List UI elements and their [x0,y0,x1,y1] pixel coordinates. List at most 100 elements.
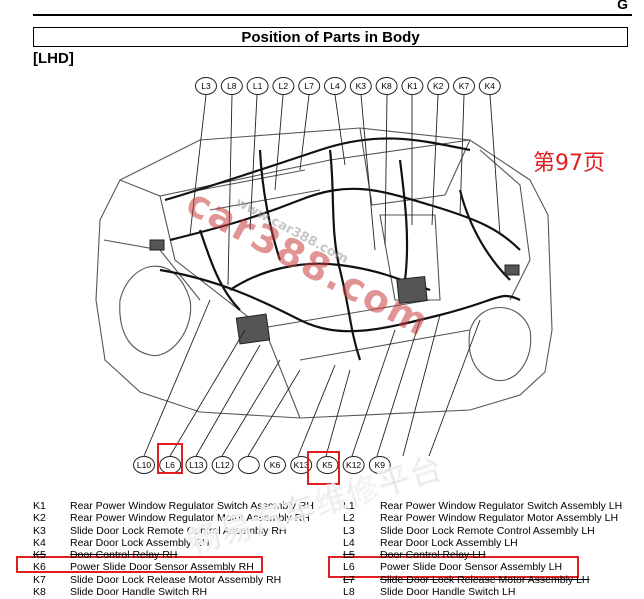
callout-circle [478,77,501,95]
legend-description: Rear Power Window Regulator Motor Assemb… [70,512,310,525]
legend-row: K5 Door Control Relay RH [33,549,314,561]
legend-description: Power Slide Door Sensor Assembly RH [70,561,254,574]
page-stamp: 第97页 [533,151,605,176]
callout-label: L6 [165,460,175,470]
callout-label: L7 [304,81,314,91]
legend-description: Slide Door Handle Switch LH [380,586,516,599]
legend-description: Slide Door Lock Remote Control Assembly … [380,524,595,537]
callout-circle [375,77,398,95]
callout-label: L2 [279,81,289,91]
legend-description: Door Control Relay LH [380,549,486,562]
callout-label: K12 [346,460,361,470]
legend-code: L3 [343,524,355,537]
callout-label: L4 [330,81,340,91]
legend-code: K1 [33,500,46,512]
callout-circle [211,456,234,474]
legend-row: L8 Slide Door Handle Switch LH [343,586,622,598]
callout-label: L8 [227,81,237,91]
component-blocks [149,239,520,345]
top-rule [33,14,632,16]
legend-description: Slide Door Lock Release Motor Assembly R… [70,573,282,586]
wire-harness [159,137,521,361]
legend-row: K2 Rear Power Window Regulator Motor Asse… [33,512,314,524]
leader-lines [143,94,501,457]
callout-label: L10 [137,460,151,470]
legend-description: Slide Door Lock Remote Control Assembly … [70,524,287,537]
callout-label: K4 [485,81,496,91]
callout-label: K13 [294,460,309,470]
callout-circle [220,77,243,95]
highlight-box-k6-callout [307,451,340,485]
callout-label: L3 [201,81,211,91]
legend-row: K8 Slide Door Handle Switch RH [33,586,314,598]
callout-label: K3 [356,81,367,91]
callout-circle [427,77,450,95]
legend-row: L1 Rear Power Window Regulator Switch Ass… [343,500,622,512]
legend-description: Slide Door Lock Release Motor Assembly L… [380,573,590,586]
callout-circle [185,456,208,474]
legend-description: Rear Door Lock Assembly RH [70,536,210,549]
callout-label: K6 [270,460,281,470]
callout-label: K2 [433,81,444,91]
legend-code: L1 [343,500,355,512]
legend-code: L8 [343,586,355,599]
legend-left: K1 Rear Power Window Regulator Switch Ass… [33,500,314,598]
callout-label: K5 [322,460,333,470]
callout-label: K7 [459,81,470,91]
top-callouts: L3 L8 L1 L2 L7 L4 K3 K8 K1 K2 K7 K4 [195,77,501,95]
legend-row: L5 Door Control Relay LH [343,549,622,561]
legend-code: K6 [33,561,46,574]
callout-label: L13 [189,460,203,470]
legend-row: K3 Slide Door Lock Remote Control Assembl… [33,525,314,537]
legend-row: K7 Slide Door Lock Release Motor Assembly… [33,574,314,586]
legend-description: Power Slide Door Sensor Assembly LH [380,561,563,574]
callout-circle [368,456,391,474]
legend-code: K8 [33,586,46,599]
highlight-box-l6-legend [328,556,579,578]
legend-code: L6 [343,561,355,574]
callout-label: L1 [253,81,263,91]
callout-circle [246,77,269,95]
vehicle-outline [95,127,553,419]
legend-code: K4 [33,536,46,549]
variant-label: [LHD] [33,50,74,67]
legend-description: Slide Door Handle Switch RH [70,586,208,599]
callout-circle [195,77,217,95]
legend-row: L6 Power Slide Door Sensor Assembly LH [343,561,622,573]
callout-circle [290,456,313,474]
legend-code: K2 [33,512,46,525]
section-letter: G [617,0,628,12]
legend-description: Door Control Relay RH [70,549,178,562]
callout-circle [316,456,339,474]
page-title: Position of Parts in Body [33,27,628,47]
legend-code: K3 [33,524,46,537]
legend-row: L7 Slide Door Lock Release Motor Assembly… [343,574,622,586]
legend-row: K6 Power Slide Door Sensor Assembly RH [33,561,314,573]
legend-description: Rear Power Window Regulator Switch Assem… [70,500,314,512]
legend-description: Rear Power Window Regulator Switch Assem… [380,500,623,512]
legend-code: K5 [33,549,46,562]
callout-circle [133,456,155,474]
callout-label: K1 [407,81,418,91]
callout-label: K9 [375,460,386,470]
legend-code: L5 [343,549,355,562]
callout-circle [264,456,286,474]
callout-circle [453,77,475,95]
legend-row: K4 Rear Door Lock Assembly RH [33,537,314,549]
legend-code: K7 [33,573,46,586]
callout-circle [237,456,260,474]
legend-right: L1 Rear Power Window Regulator Switch Ass… [343,500,622,598]
highlight-box-l6-callout [157,443,183,474]
legend-code: L7 [343,573,355,586]
callout-circle [342,456,365,474]
callout-circle [324,77,346,95]
callout-label: K8 [381,81,392,91]
legend-description: Rear Power Window Regulator Motor Assemb… [380,512,619,525]
highlight-box-k6-legend [16,556,263,573]
callout-circle [349,77,372,95]
legend-row: K1 Rear Power Window Regulator Switch Ass… [33,500,314,512]
callout-circle [401,77,424,95]
